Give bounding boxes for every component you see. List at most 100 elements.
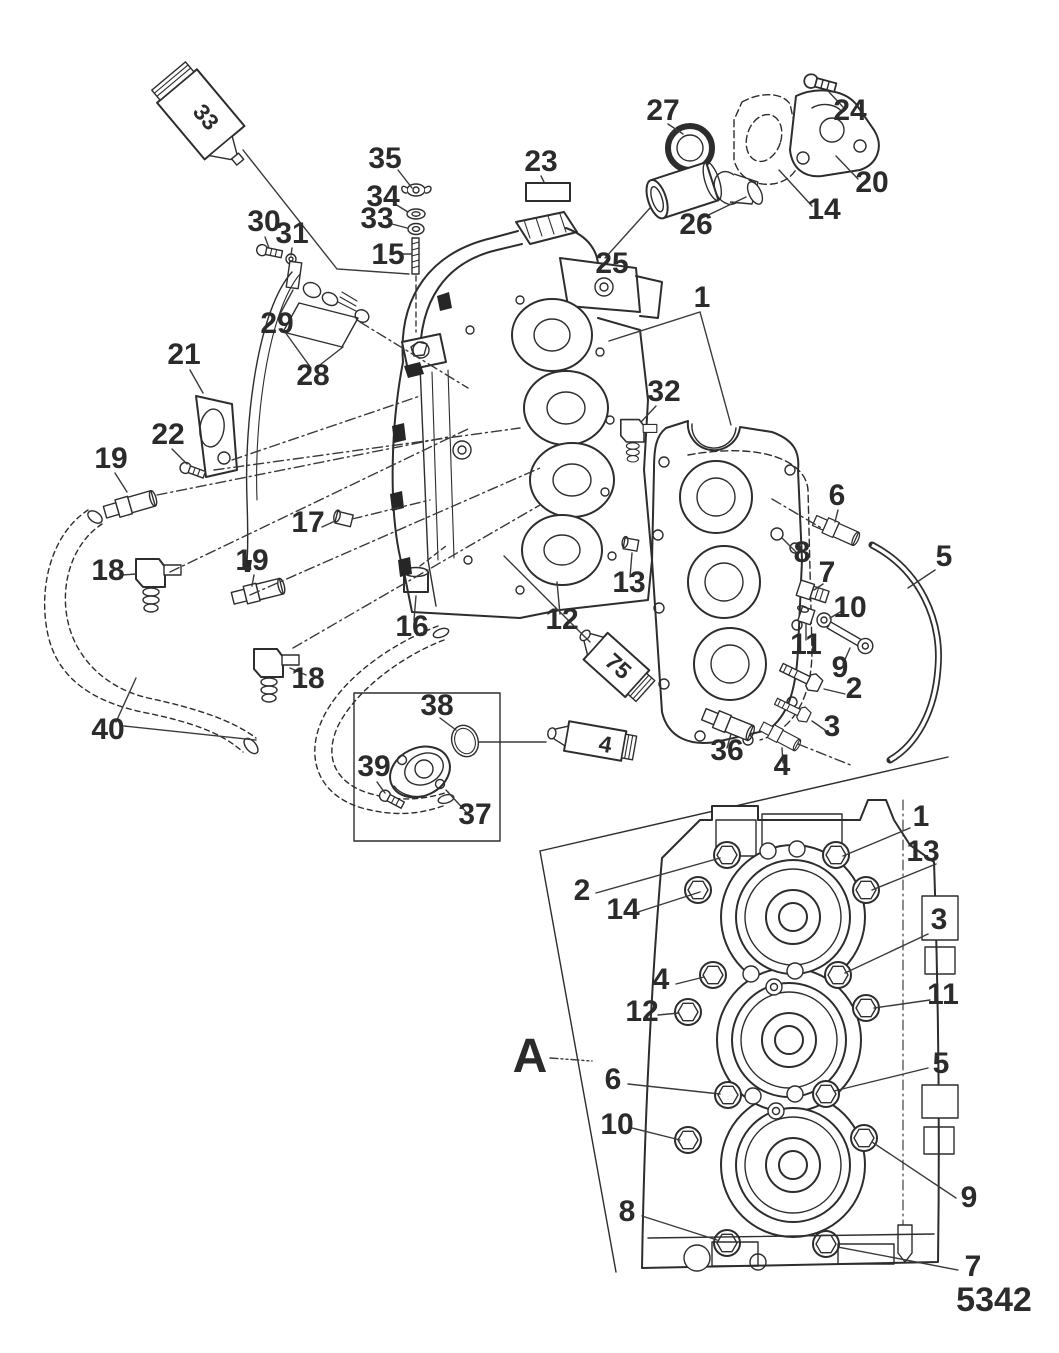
callout-15: 15 <box>371 238 404 271</box>
callout-40: 40 <box>91 713 124 746</box>
sleeve-25 <box>645 161 723 220</box>
crankcase-block <box>390 211 663 619</box>
thermostat-cover-20 <box>789 89 880 178</box>
breather-tube <box>245 271 293 563</box>
callout-8: 8 <box>794 536 811 569</box>
detail-callout-13: 13 <box>906 835 939 868</box>
tube33-pointer-line <box>242 149 410 275</box>
fitting-4 <box>757 719 804 754</box>
sheet-number: 5342 <box>956 1281 1032 1319</box>
callouts-detail: 113 2 14 3 4 11 12 5 6 10 9 8 7 A 5342 <box>513 800 1032 1319</box>
flat-washer-34 <box>406 208 426 220</box>
fitting-19-upper <box>101 488 160 522</box>
hose-40-upper <box>43 509 259 755</box>
callout-3: 3 <box>824 710 841 743</box>
pin-13 <box>621 535 640 552</box>
pin-8 <box>770 527 784 541</box>
stud-15 <box>411 237 420 275</box>
detail-callout-8: 8 <box>619 1195 636 1228</box>
detail-callout-1: 1 <box>913 800 930 833</box>
detail-callout-5: 5 <box>933 1047 950 1080</box>
hose-40-lower <box>314 625 455 815</box>
tube-print-4: 4 <box>597 730 614 758</box>
detail-callout-12: 12 <box>625 995 658 1028</box>
leader-lines <box>114 91 959 1271</box>
callout-32: 32 <box>647 375 680 408</box>
bolt-22 <box>177 460 207 481</box>
detail-callout-14: 14 <box>606 893 640 926</box>
callout-21: 21 <box>167 338 200 371</box>
thermostat-26 <box>713 170 764 206</box>
callout-13: 13 <box>612 566 645 599</box>
callout-17: 17 <box>291 506 324 539</box>
sealant-tube-75 <box>579 629 656 703</box>
callout-2: 2 <box>846 672 863 705</box>
callout-31: 31 <box>275 217 308 250</box>
callout-38: 38 <box>420 689 453 722</box>
callout-34: 34 <box>366 180 400 213</box>
plug-17 <box>333 509 354 528</box>
fitting-32 <box>619 418 658 463</box>
callout-37: 37 <box>458 798 491 831</box>
assembly-lines <box>156 321 854 767</box>
bushing-11 <box>796 605 816 626</box>
bracket-28 <box>282 302 359 348</box>
detail-callout-6: 6 <box>605 1063 622 1096</box>
callout-25: 25 <box>595 247 628 280</box>
detail-callout-9: 9 <box>961 1181 978 1214</box>
wing-nut-35 <box>401 183 432 197</box>
plate-23 <box>525 182 571 202</box>
callout-24: 24 <box>833 94 867 127</box>
hose-5 <box>868 541 942 764</box>
gasket-14 <box>733 94 801 185</box>
callout-28: 28 <box>296 359 329 392</box>
gasket-21 <box>195 395 238 478</box>
detail-callout-2: 2 <box>574 874 591 907</box>
callout-10: 10 <box>833 591 866 624</box>
callout-4: 4 <box>774 749 791 782</box>
relief-valve-29 <box>285 260 370 323</box>
callout-18: 18 <box>291 662 324 695</box>
detail-callout-11: 11 <box>927 978 959 1011</box>
detail-callout-4: 4 <box>653 963 670 996</box>
callout-16: 16 <box>395 610 428 643</box>
detail-view-label: A <box>513 1030 548 1083</box>
callout-19: 19 <box>235 544 268 577</box>
callout-26: 26 <box>679 208 712 241</box>
detail-callout-10: 10 <box>600 1108 633 1141</box>
lock-washer-33 <box>407 222 425 236</box>
plug-7 <box>795 579 830 604</box>
detail-view-a <box>539 756 959 1273</box>
detail-callout-7: 7 <box>965 1250 982 1283</box>
cylinder-head <box>651 420 813 746</box>
callout-14: 14 <box>807 193 841 226</box>
callout-29: 29 <box>260 307 293 340</box>
callout-39: 39 <box>357 750 390 783</box>
callout-1: 1 <box>694 281 711 314</box>
sealant-tube-4 <box>547 720 638 762</box>
callout-27: 27 <box>646 94 679 127</box>
callout-9: 9 <box>832 651 849 684</box>
callout-30: 30 <box>247 205 280 238</box>
elbow-18-upper <box>135 558 182 613</box>
callout-33: 33 <box>360 202 393 235</box>
callout-35: 35 <box>368 142 401 175</box>
callout-19: 19 <box>94 442 127 475</box>
detail-callout-3: 3 <box>931 903 948 936</box>
callout-20: 20 <box>855 166 888 199</box>
sealant-tube-33 <box>151 61 246 166</box>
callout-36: 36 <box>710 734 743 767</box>
o-ring-38 <box>450 724 480 758</box>
tube75-pointer-line <box>503 555 591 643</box>
callout-12: 12 <box>545 603 578 636</box>
callout-6: 6 <box>829 479 846 512</box>
callout-5: 5 <box>936 540 953 573</box>
callout-22: 22 <box>151 418 184 451</box>
flange-37 <box>389 745 451 799</box>
callout-18: 18 <box>91 554 124 587</box>
nut-10 <box>816 612 832 628</box>
callout-11: 11 <box>790 628 822 661</box>
